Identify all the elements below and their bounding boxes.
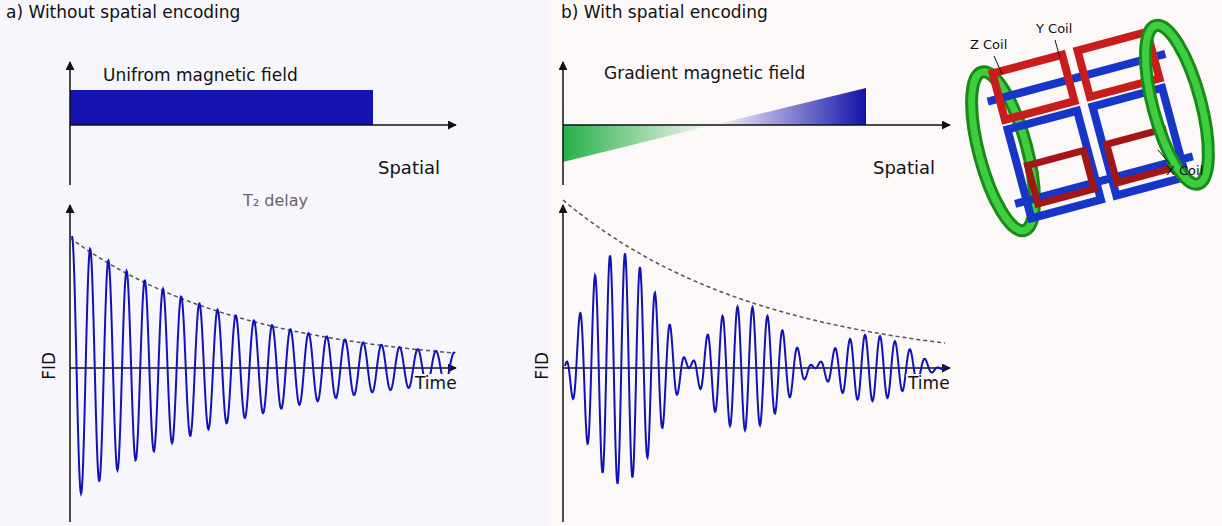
field-label: Unifrom magnetic field — [103, 66, 298, 86]
panel-ground — [548, 0, 1222, 526]
field-label: Gradient magnetic field — [604, 64, 805, 84]
axis-label: FID — [40, 352, 60, 380]
axis — [563, 124, 950, 126]
coil-label: Z Coil — [970, 38, 1007, 53]
panel-heading: b) With spatial encoding — [561, 3, 768, 23]
axis-label: Spatial — [378, 158, 440, 179]
axis — [562, 205, 564, 522]
axis — [562, 62, 564, 185]
panel-heading: a) Without spatial encoding — [6, 3, 240, 23]
axis-label: FID — [533, 352, 553, 380]
panel-ground — [0, 0, 548, 526]
gradient-field-negative — [563, 125, 713, 162]
leader-line — [1158, 150, 1170, 164]
envelope-label: T₂ delay — [243, 192, 308, 210]
coil-label: X Coil — [1166, 164, 1203, 179]
gradient-field-positive — [713, 88, 866, 125]
axis-label: Spatial — [873, 158, 935, 179]
t2-envelope — [70, 238, 454, 353]
axis — [69, 62, 71, 185]
fid-signal — [72, 236, 455, 493]
axis-label: Time — [906, 374, 952, 394]
leader-line — [994, 56, 1002, 74]
gradient-coils — [959, 19, 1222, 236]
axis — [69, 205, 71, 522]
fid-signal — [565, 253, 945, 484]
axis — [70, 367, 456, 369]
coil-label: Y Coil — [1036, 22, 1072, 37]
axis — [70, 124, 456, 126]
uniform-field-bar — [70, 90, 373, 125]
axis-label: Time — [413, 374, 459, 394]
leader-line — [1055, 40, 1060, 58]
